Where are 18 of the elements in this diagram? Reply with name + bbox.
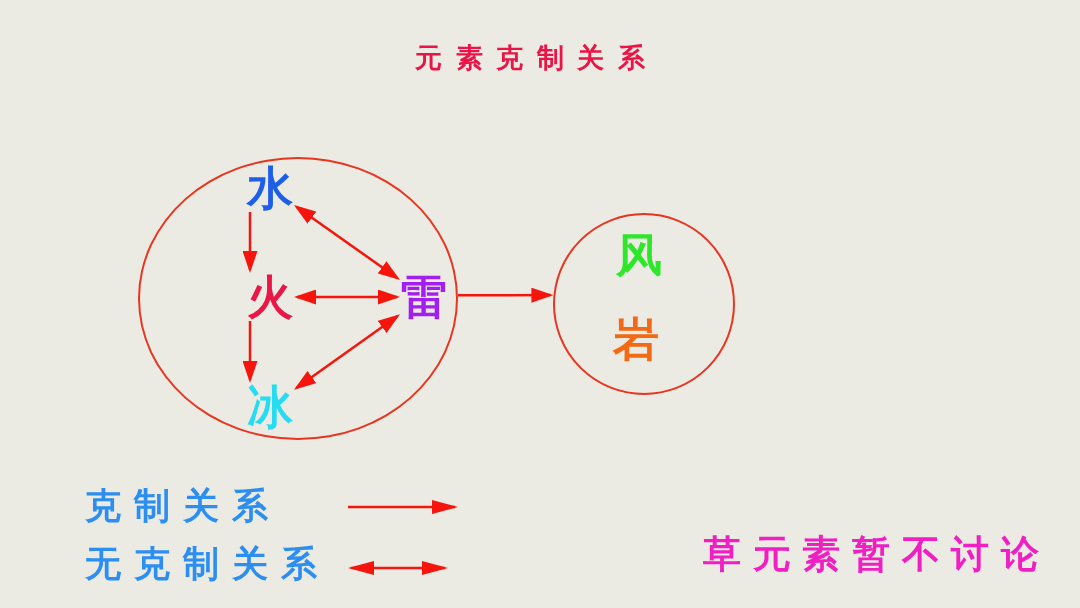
element-label: 雷: [400, 273, 448, 321]
arrow: [242, 212, 258, 273]
double-arrow: [293, 204, 401, 281]
legend-label: 无克制关系: [85, 546, 317, 582]
element-label: 岩: [612, 315, 660, 363]
arrow: [242, 321, 258, 383]
element-label: 风: [615, 231, 663, 279]
title: 元素克制关系: [415, 44, 645, 71]
group-ellipse: [138, 157, 458, 440]
group-circle: [553, 213, 735, 395]
element-label: 火: [246, 273, 294, 321]
double-arrow: [293, 314, 401, 390]
legend-label: 克制关系: [85, 488, 268, 524]
arrow: [458, 287, 554, 303]
note-text: 草元素暂不讨论: [703, 535, 1039, 573]
element-label: 水: [246, 164, 294, 212]
double-arrow: [294, 289, 400, 305]
element-label: 冰: [246, 383, 294, 431]
